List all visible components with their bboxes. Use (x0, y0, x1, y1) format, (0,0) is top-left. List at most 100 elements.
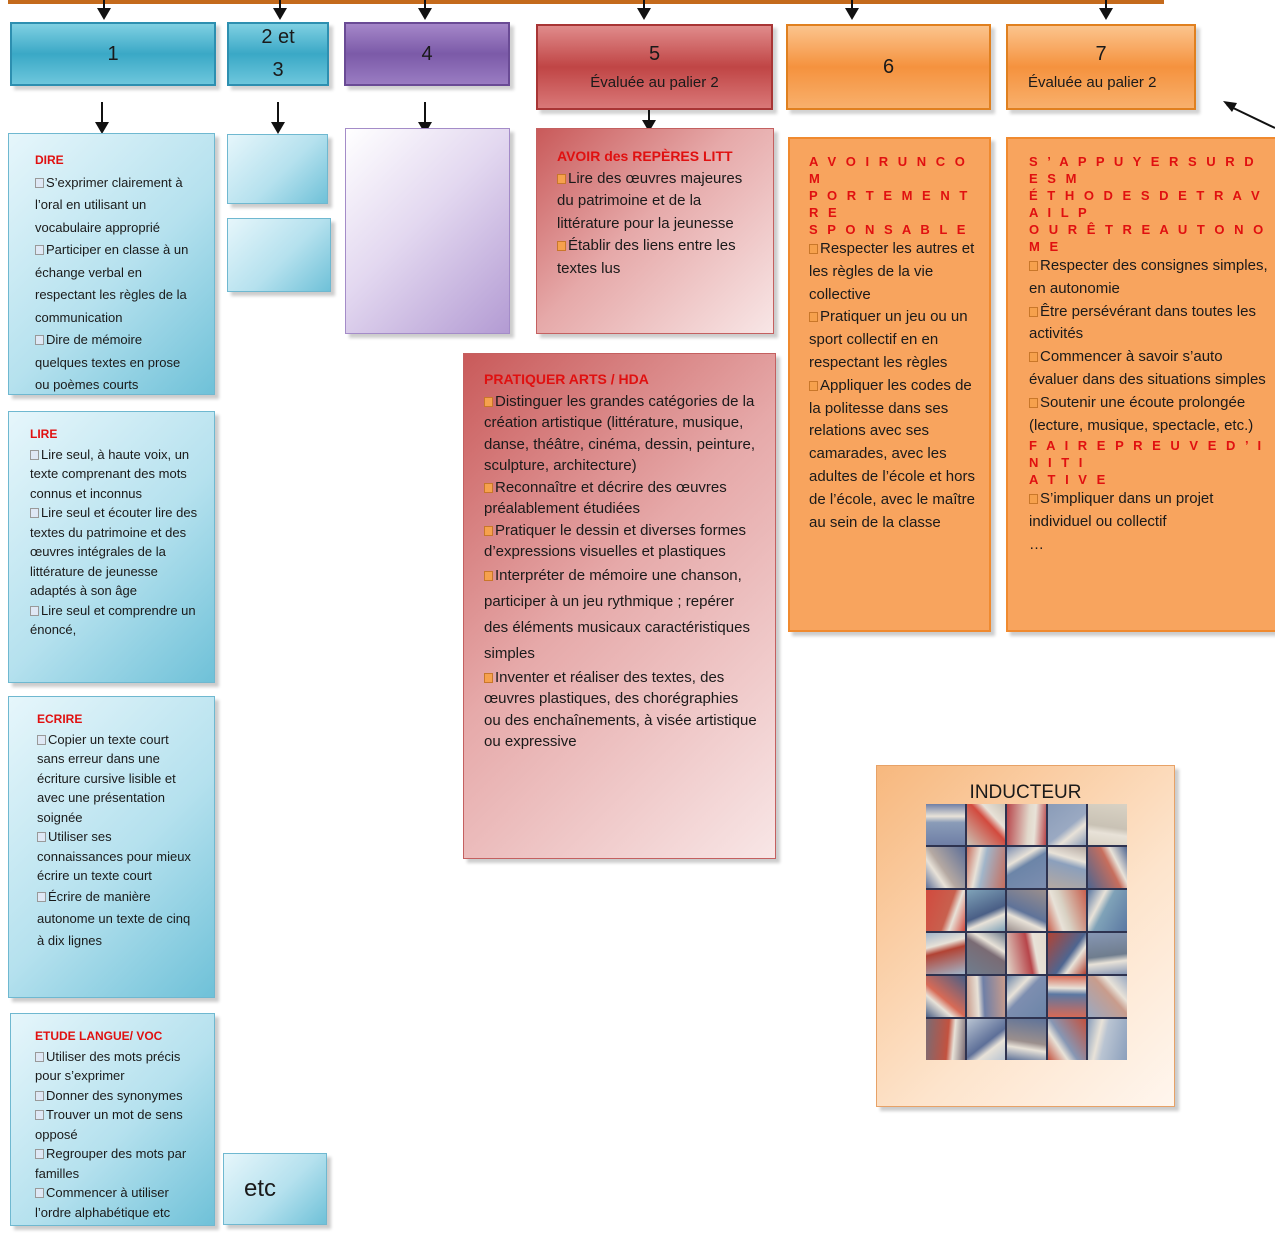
artwork-tile (1007, 847, 1046, 888)
dire-title: DIRE (35, 153, 64, 167)
list-item: Lire seul et écouter lire des textes du … (30, 505, 198, 598)
list-item: Lire des œuvres majeures du patrimoine e… (557, 169, 743, 232)
artwork-tile (1047, 976, 1087, 1017)
artwork-tile (1007, 1019, 1046, 1060)
bullet-icon (557, 173, 566, 184)
arrow-diagonal-icon (1223, 101, 1275, 129)
connector-line (851, 0, 853, 9)
initiative-title-line: F A I R E P R E U V E D ’ I N I T I (1029, 438, 1265, 471)
bullet-icon (1029, 397, 1038, 408)
list-item: Être persévérant dans toutes les activit… (1029, 302, 1256, 343)
artwork-tile (966, 890, 1006, 931)
competence-4-box (345, 128, 510, 334)
competence-header-5: 5 Évaluée au palier 2 (536, 24, 773, 110)
bullet-icon (30, 449, 39, 460)
bullet-icon (35, 1051, 44, 1062)
bullet-icon (1029, 494, 1038, 505)
bullet-icon (35, 1110, 44, 1120)
bullet-icon (35, 177, 44, 188)
list-item: Lire seul, à haute voix, un texte compre… (30, 446, 190, 501)
artwork-tile (1088, 847, 1127, 888)
header-number: 6 (882, 55, 895, 78)
arrow-down-icon (97, 8, 111, 20)
ecrire-title: ECRIRE (37, 712, 83, 726)
list-item: Utiliser des mots précis pour s’exprimer (35, 1048, 181, 1083)
bullet-icon (809, 244, 818, 254)
arts-title: PRATIQUER ARTS / HDA (484, 371, 649, 387)
artwork-tile (966, 933, 1006, 974)
arrow-down-icon (1099, 8, 1113, 20)
competence-header-2-3: 2 et 3 (227, 22, 329, 86)
list-item: Lire seul et comprendre un énoncé, (30, 602, 196, 637)
artwork-tile (1007, 933, 1046, 974)
artwork-tile (926, 976, 965, 1017)
autonomie-title-line: O U R Ê T R E A U T O N O M E (1029, 222, 1267, 254)
bullet-icon (484, 482, 493, 493)
ellipsis: … (1029, 535, 1044, 553)
bullet-icon (809, 312, 818, 323)
artwork-tile (926, 1019, 965, 1060)
artwork-tile (1088, 933, 1127, 974)
inducteur-title: INDUCTEUR (969, 782, 1082, 803)
comportement-title-line: A V O I R U N C O M (809, 154, 968, 186)
artwork-tile (1047, 804, 1087, 845)
comportement-title-line: S P O N S A B L E (809, 222, 969, 237)
competence-header-1: 1 (10, 22, 216, 86)
connector-line (279, 0, 281, 9)
artwork-tile (926, 933, 965, 974)
bullet-icon (37, 734, 46, 745)
list-item: Soutenir une écoute prolongée (lecture, … (1029, 393, 1254, 434)
connector-line (1105, 0, 1107, 9)
comportement-responsable-box: A V O I R U N C O M P O R T E M E N T R … (788, 137, 991, 632)
etc-box: etc (223, 1153, 327, 1225)
arrow-down-icon (845, 8, 859, 20)
artwork-tile (1088, 804, 1127, 845)
list-item: Respecter les autres et les règles de la… (809, 240, 975, 303)
arrow-down-icon (637, 8, 651, 20)
header-number-2: 3 (272, 59, 284, 81)
list-item: Dire de mémoire quelques textes en prose… (35, 332, 181, 392)
list-item: Inventer et réaliser des textes, des œuv… (484, 668, 757, 750)
bullet-icon (484, 570, 493, 581)
artwork-tile (1007, 976, 1046, 1017)
etude-langue-box: ETUDE LANGUE/ VOC Utiliser des mots préc… (10, 1013, 215, 1226)
bullet-icon (1029, 261, 1038, 271)
bullet-icon (484, 396, 493, 407)
connector-line (424, 102, 426, 124)
initiative-title-line: A T I V E (1029, 472, 1109, 488)
list-item: Établir des liens entre les textes lus (557, 237, 736, 277)
connector-line (424, 0, 426, 9)
bullet-icon (484, 672, 493, 683)
list-item: Participer en classe à un échange verbal… (35, 242, 189, 325)
list-item: Interpréter de mémoire une chanson, part… (484, 566, 750, 662)
comportement-title-line: P O R T E M E N T R E (809, 188, 971, 220)
list-item: Pratiquer un jeu ou un sport collectif e… (809, 308, 968, 371)
reperes-title: AVOIR des REPÈRES LITT (557, 148, 733, 164)
arrow-down-icon (271, 122, 285, 134)
artwork-tile (966, 976, 1006, 1017)
connector-line (648, 110, 650, 122)
artwork-tile (1047, 847, 1087, 888)
artwork-tile (1047, 933, 1087, 974)
list-item: Respecter des consignes simples, en auto… (1029, 257, 1268, 297)
pratiquer-arts-box: PRATIQUER ARTS / HDA Distinguer les gran… (463, 353, 776, 859)
bullet-icon (35, 1188, 44, 1198)
lire-title: LIRE (30, 427, 58, 441)
header-number: 7 (1095, 43, 1107, 65)
list-item: Trouver un mot de sens opposé (35, 1107, 183, 1142)
artwork-tile (966, 804, 1006, 845)
list-item: Regrouper des mots par familles (35, 1146, 187, 1181)
list-item: Donner des synonymes (35, 1086, 202, 1106)
autonomie-box: S ’ A P P U Y E R S U R D E S M É T H O … (1006, 137, 1275, 632)
autonomie-title-line: S ’ A P P U Y E R S U R D E S M (1029, 154, 1257, 186)
dire-box: DIRE S’exprimer clairement à l’oral en u… (8, 133, 215, 395)
header-number: 5 (648, 43, 661, 65)
header-subtitle: Évaluée au palier 2 (1028, 74, 1157, 91)
artwork-tile (1047, 1019, 1087, 1060)
arrow-down-icon (418, 8, 432, 20)
list-item: Reconnaître et décrire des œuvres préala… (484, 478, 727, 517)
artwork-tile (1007, 890, 1046, 931)
bullet-icon (37, 891, 46, 902)
list-item: Appliquer les codes de la politesse dans… (809, 376, 975, 531)
etude-title: ETUDE LANGUE/ VOC (35, 1029, 163, 1043)
